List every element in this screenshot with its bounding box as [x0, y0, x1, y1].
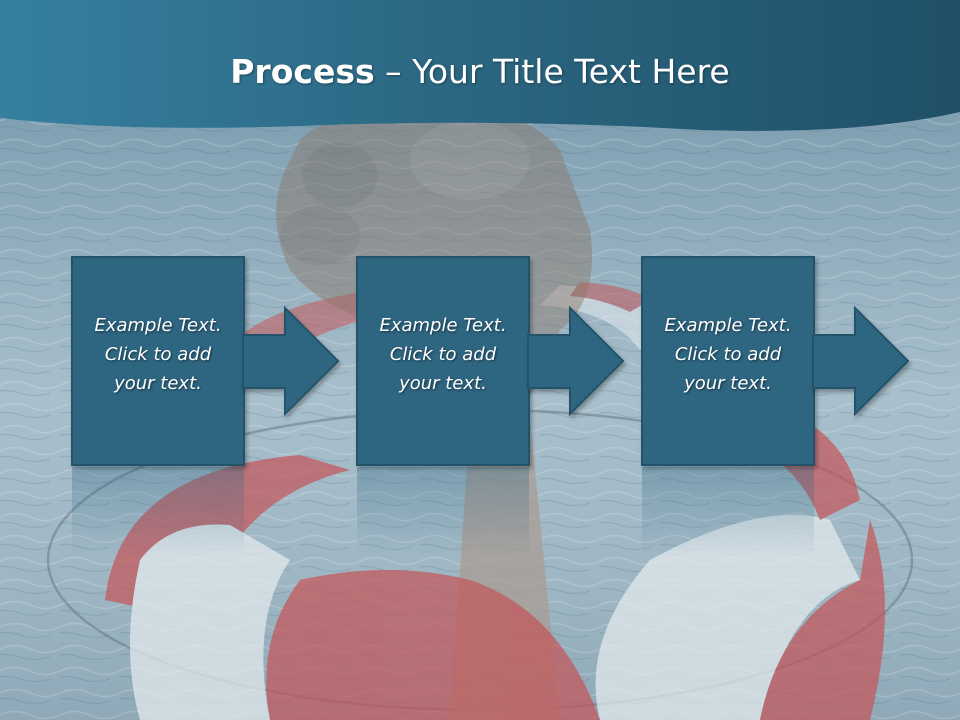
step-2-line-2: Click to add — [389, 344, 497, 365]
step-1-text[interactable]: Example Text. Click to add your text. — [72, 311, 244, 398]
right-arrow-icon — [527, 305, 625, 417]
step-2-text[interactable]: Example Text. Click to add your text. — [357, 311, 529, 398]
step-1-line-1: Example Text. — [94, 315, 222, 336]
step-2-reflection — [357, 467, 529, 557]
right-arrow-icon — [242, 305, 340, 417]
header-banner — [0, 0, 960, 131]
step-2-line-1: Example Text. — [379, 315, 507, 336]
step-1-line-3: your text. — [114, 373, 202, 394]
step-3-line-1: Example Text. — [664, 315, 792, 336]
step-3-reflection — [642, 467, 814, 557]
step-2-line-3: your text. — [399, 373, 487, 394]
page-title: Process – Your Title Text Here — [0, 52, 960, 91]
step-3-box[interactable] — [641, 256, 815, 466]
step-1-line-2: Click to add — [104, 344, 212, 365]
step-2-box[interactable] — [356, 256, 530, 466]
step-1-reflection — [72, 467, 244, 557]
title-rest: – Your Title Text Here — [374, 52, 730, 91]
step-1-box[interactable] — [71, 256, 245, 466]
step-3-text[interactable]: Example Text. Click to add your text. — [642, 311, 814, 398]
step-3-line-2: Click to add — [674, 344, 782, 365]
life-ring-front — [105, 395, 885, 720]
right-arrow-icon — [812, 305, 910, 417]
title-bold: Process — [230, 52, 375, 91]
step-3-line-3: your text. — [684, 373, 772, 394]
